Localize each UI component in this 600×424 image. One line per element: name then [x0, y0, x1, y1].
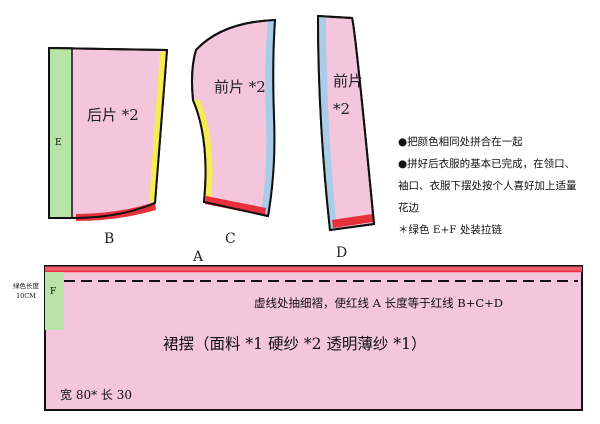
- front-right-piece: [316, 14, 376, 232]
- back-piece-name: 后片 *2: [87, 106, 139, 124]
- back-piece-green-edge: [48, 47, 73, 219]
- note-line-5: ＊绿色 E+F 处装拉链: [398, 224, 502, 236]
- green-length-label: 绿色长度: [13, 282, 39, 290]
- front-right-piece-red-edge: [332, 214, 373, 228]
- front-left-piece-yellow-edge: [193, 100, 213, 203]
- skirt-size: 宽 80* 长 30: [60, 388, 132, 402]
- front-left-piece-name: 前片 *2: [214, 78, 266, 96]
- skirt-name: 裙摆（面料 *1 硬纱 *2 透明薄纱 *1）: [163, 335, 427, 353]
- front-right-piece-name-line1: 前片: [333, 72, 364, 90]
- gather-instruction: 虚线处抽细褶，使红线 A 长度等于红线 B+C+D: [254, 296, 504, 310]
- front-right-piece-blue-edge: [318, 17, 337, 230]
- note-line-3: 袖口、衣服下摆处按个人喜好加上适量: [398, 180, 577, 192]
- front-left-piece: [191, 18, 277, 218]
- front-right-piece-letter: D: [336, 245, 348, 261]
- skirt-body: [44, 265, 583, 411]
- note-line-1: ●把颜色相同处拼合在一起: [398, 136, 523, 148]
- front-left-piece-red-edge: [205, 196, 266, 216]
- note-line-2: ●拼好后衣服的基本已完成，在领口、: [398, 158, 576, 170]
- skirt-top-band: [45, 266, 582, 271]
- skirt-edge-label: F: [50, 287, 57, 297]
- front-right-piece-name-line2: *2: [333, 100, 351, 118]
- back-piece-yellow-edge: [149, 52, 167, 202]
- skirt-green-edge: [45, 272, 64, 330]
- back-piece: [48, 46, 169, 221]
- note-line-4: 花边: [398, 202, 419, 214]
- skirt-letter: A: [193, 249, 204, 265]
- back-piece-edge-label: E: [55, 138, 62, 148]
- green-length-value: 10CM: [16, 292, 36, 300]
- skirt-piece: [44, 265, 583, 411]
- front-left-piece-letter: C: [225, 231, 236, 247]
- instruction-notes: ●把颜色相同处拼合在一起 ●拼好后衣服的基本已完成，在领口、 袖口、衣服下摆处按…: [398, 131, 600, 241]
- back-piece-letter: B: [104, 231, 115, 247]
